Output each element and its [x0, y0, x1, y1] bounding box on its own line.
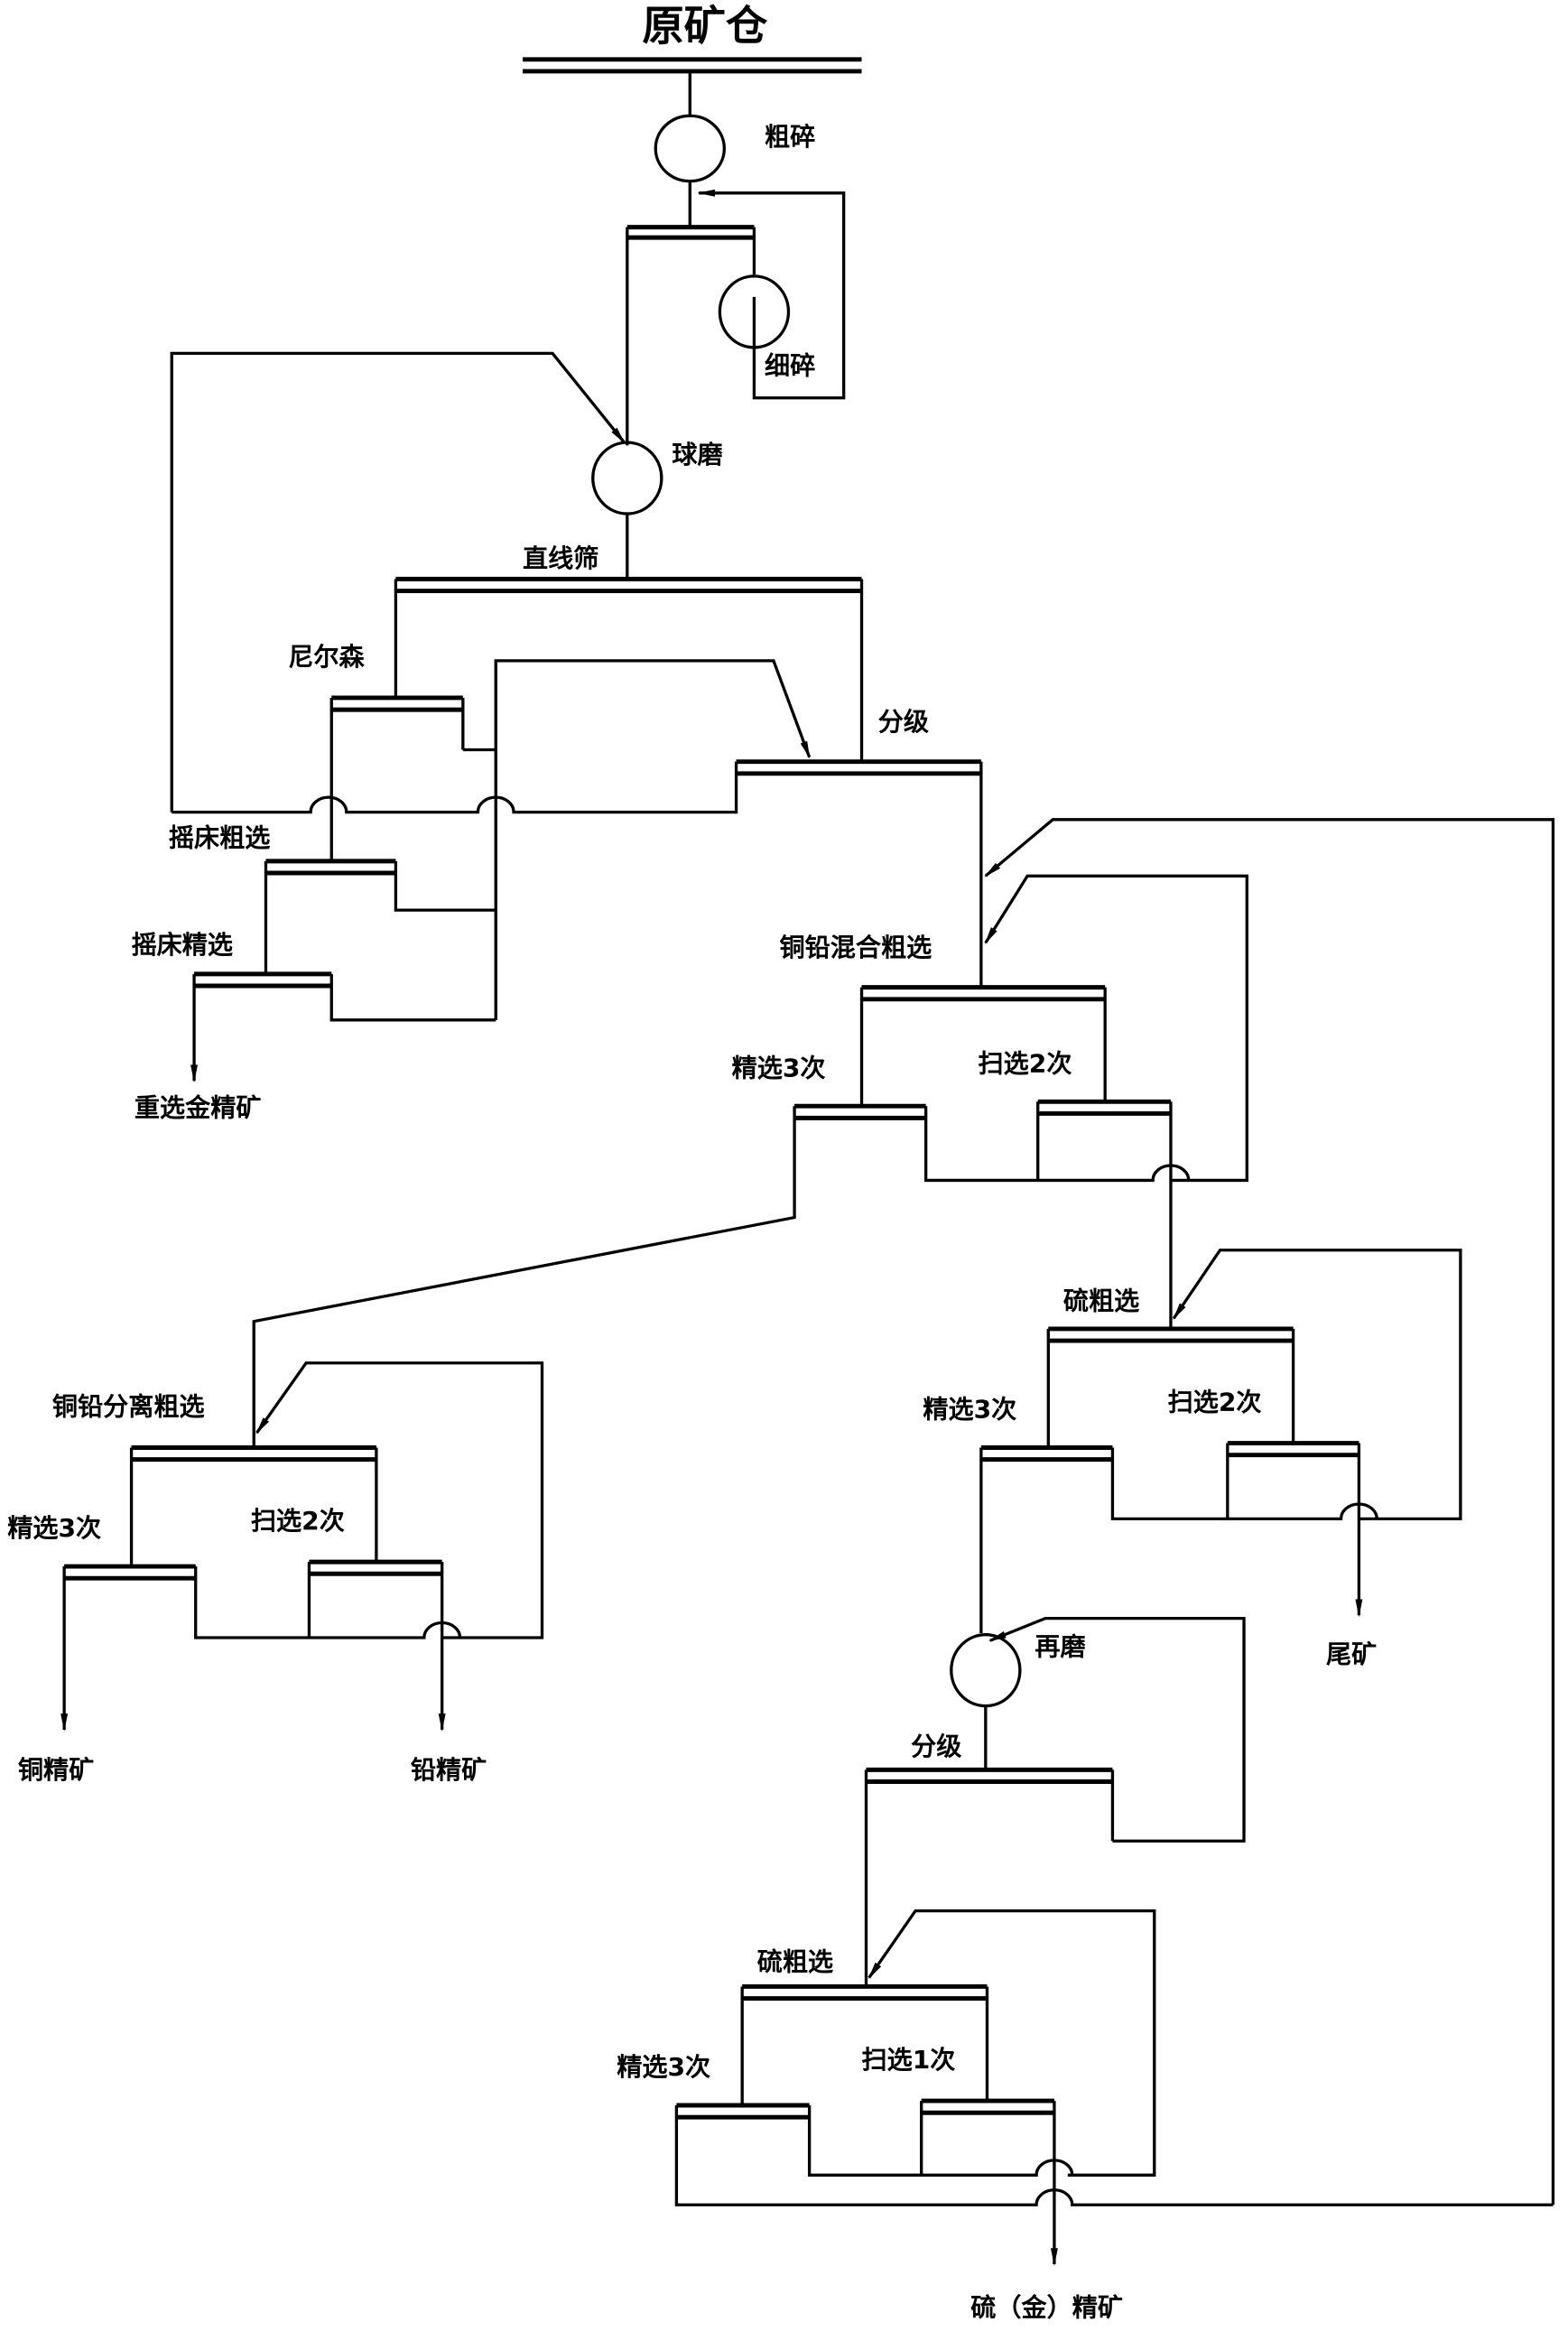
label-cupb-sep-scav: 扫选2次: [251, 1506, 345, 1536]
sulfur-cleaner-1: [980, 1445, 1113, 1463]
cupb-bulk-cleaner: [794, 1103, 926, 1120]
coarse-crusher: [654, 114, 726, 183]
classifier-2: [866, 1767, 1113, 1784]
regrind-mill: [950, 1633, 1022, 1708]
label-nelson: 尼尔森: [288, 642, 365, 672]
sulfur-rougher-2: [742, 1983, 988, 2001]
product-copper-concentrate: 铜精矿: [18, 1755, 94, 1785]
product-sulfur-gold-concentrate: 硫（金）精矿: [970, 2293, 1123, 2323]
label-cupb-sep-clean: 精选3次: [7, 1513, 101, 1543]
sulfur-scavenger-1: [1226, 1441, 1359, 1519]
ball-mill: [591, 441, 663, 515]
label-table-rough: 摇床粗选: [169, 822, 270, 852]
screen-1: [626, 225, 756, 275]
label-s-rough-1: 硫粗选: [1063, 1286, 1139, 1316]
cupb-separation-rougher: [131, 1445, 376, 1463]
label-classify-1: 分级: [878, 707, 929, 737]
cupb-bulk-rougher: [861, 985, 1106, 1002]
fine-crusher: [718, 274, 791, 349]
ore-bin: [523, 57, 862, 74]
label-regrind: 再磨: [1035, 1632, 1085, 1662]
product-tailings: 尾矿: [1326, 1639, 1377, 1669]
nelson-concentrator: [331, 695, 465, 750]
cupb-sep-cleaner: [64, 1564, 196, 1581]
label-ball-mill: 球磨: [672, 440, 722, 469]
shaking-table-clean: [194, 971, 332, 989]
cupb-bulk-scavenger: [1036, 1099, 1171, 1181]
product-gravity-gold-concentrate: 重选金精矿: [135, 1093, 262, 1123]
label-s-rough-2: 硫粗选: [757, 1946, 833, 1976]
classifier-1: [736, 759, 981, 776]
label-fine-crush: 细碎: [765, 351, 815, 381]
shaking-table-rough: [265, 859, 396, 876]
label-cupb-sep-rough: 铜铅分离粗选: [52, 1391, 205, 1421]
label-s-clean-2: 精选3次: [617, 2052, 710, 2082]
sulfur-scavenger-2: [920, 2098, 1054, 2176]
label-s-clean-1: 精选3次: [923, 1395, 1016, 1425]
product-lead-concentrate: 铅精矿: [411, 1755, 487, 1785]
label-cupb-bulk-scav: 扫选2次: [979, 1048, 1072, 1078]
label-coarse-crush: 粗碎: [765, 122, 815, 152]
sulfur-rougher-1: [1048, 1326, 1294, 1343]
label-table-clean: 摇床精选: [132, 930, 233, 960]
label-s-scav-1: 扫选2次: [1168, 1387, 1262, 1416]
label-s-scav-2: 扫选1次: [862, 2045, 956, 2075]
cupb-sep-scavenger: [307, 1559, 442, 1638]
label-linear-screen: 直线筛: [523, 543, 598, 573]
sulfur-cleaner-2: [676, 2103, 810, 2120]
label-cupb-bulk-clean: 精选3次: [732, 1053, 826, 1082]
label-cupb-bulk-rough: 铜铅混合粗选: [780, 933, 932, 962]
label-classify-2: 分级: [911, 1732, 961, 1761]
linear-screen: [395, 576, 862, 594]
title-raw-ore-bin: 原矿仓: [642, 2, 768, 51]
